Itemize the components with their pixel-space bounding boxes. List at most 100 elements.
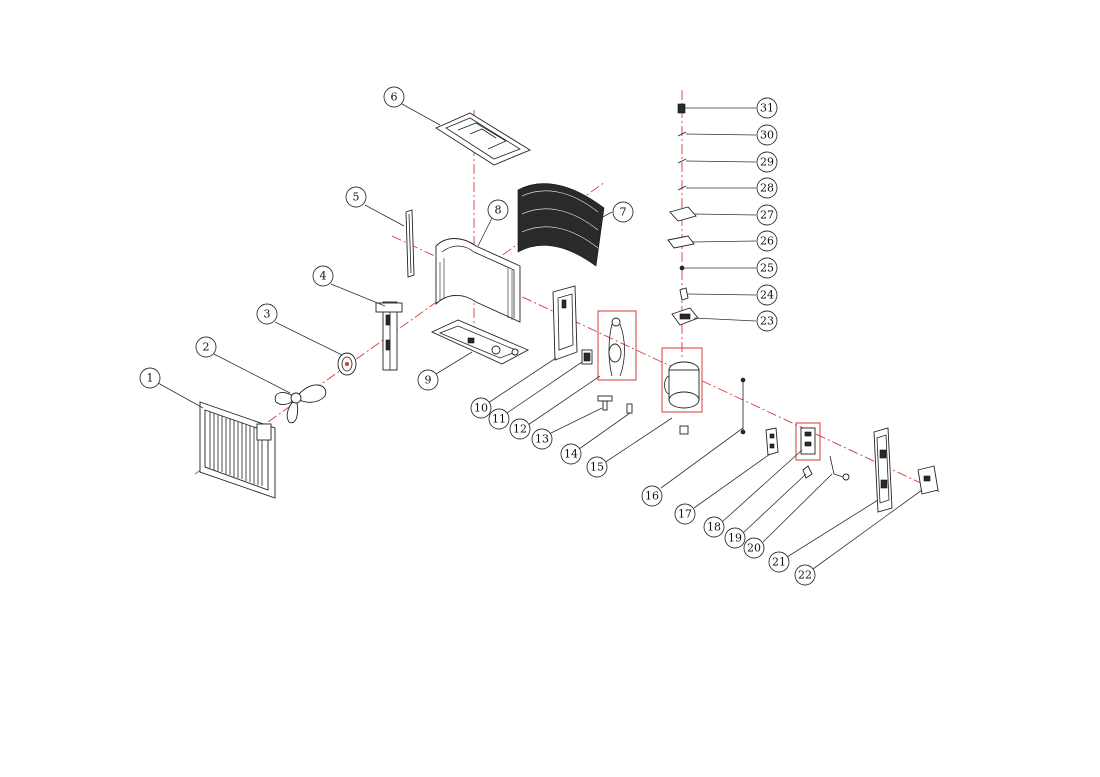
callout-number: 5	[353, 191, 360, 204]
callout-number: 10	[474, 402, 488, 415]
callout-circle	[417, 369, 439, 391]
terminal-bracket-part	[765, 427, 779, 456]
callout-circle	[703, 516, 725, 538]
callout-circle	[531, 428, 553, 450]
four-way-valve-part	[608, 317, 625, 377]
callout-18: 18	[703, 516, 725, 538]
callout-9: 9	[417, 369, 439, 391]
callout-number: 1	[147, 372, 154, 385]
callout-number: 3	[264, 308, 271, 321]
small-part-28	[677, 185, 687, 191]
terminal-group-box	[795, 422, 821, 461]
small-part-30	[677, 131, 687, 137]
callout-number: 16	[645, 490, 659, 503]
callout-24: 24	[756, 284, 778, 306]
axis-horizontal-flow	[391, 235, 941, 493]
callout-circle	[560, 443, 582, 465]
callout-number: 12	[513, 423, 527, 436]
compressor-group-box	[661, 347, 703, 413]
callout-15: 15	[586, 456, 608, 478]
callout-number: 6	[391, 91, 398, 104]
screw-part	[679, 265, 685, 271]
callout-circle	[756, 310, 778, 332]
callout-12: 12	[509, 418, 531, 440]
control-box-part	[671, 307, 699, 326]
parts	[199, 103, 939, 513]
callout-circle	[756, 230, 778, 252]
callout-20: 20	[743, 537, 765, 559]
callout-circle	[641, 485, 663, 507]
callout-circle	[743, 537, 765, 559]
callout-6: 6	[383, 86, 405, 108]
callout-14: 14	[560, 443, 582, 465]
callout-31: 31	[756, 97, 778, 119]
callout-25: 25	[756, 257, 778, 279]
callout-1: 1	[139, 367, 161, 389]
pcb-board-part	[669, 206, 697, 222]
callout-number: 7	[620, 206, 627, 219]
callout-circle	[724, 527, 746, 549]
callout-circle	[195, 336, 217, 358]
callout-circle	[383, 86, 405, 108]
callout-4: 4	[312, 265, 334, 287]
callout-number: 24	[760, 289, 774, 302]
callout-number: 27	[760, 209, 774, 222]
reactor-part	[581, 349, 593, 365]
callout-21: 21	[768, 551, 790, 573]
callout-23: 23	[756, 310, 778, 332]
side-panel-part	[552, 285, 578, 361]
callout-circle	[470, 397, 492, 419]
small-part-29	[677, 158, 687, 164]
callout-circle	[312, 265, 334, 287]
callout-number: 18	[707, 521, 721, 534]
compressor-part	[664, 361, 700, 435]
pcb-clip-part	[679, 287, 689, 301]
callout-7: 7	[612, 201, 634, 223]
callout-11: 11	[488, 408, 510, 430]
motor-bracket-part	[375, 301, 403, 371]
callout-number: 22	[798, 569, 812, 582]
callout-number: 29	[760, 156, 774, 169]
front-grille-part	[199, 401, 276, 499]
callout-number: 31	[760, 102, 774, 115]
callout-17: 17	[674, 503, 696, 525]
callout-circle	[768, 551, 790, 573]
callout-number: 13	[535, 433, 549, 446]
callout-number: 9	[425, 374, 432, 387]
callout-circle	[612, 201, 634, 223]
callout-circle	[756, 257, 778, 279]
mount-plate-part	[667, 235, 695, 249]
fan-blade-part	[274, 384, 327, 424]
callout-circle	[674, 503, 696, 525]
callout-circle	[139, 367, 161, 389]
callout-19: 19	[724, 527, 746, 549]
callout-number: 2	[203, 341, 210, 354]
heat-exchanger-part	[435, 238, 521, 323]
condenser-coil-part	[517, 183, 605, 267]
sensor-wire-part	[740, 377, 746, 435]
callout-30: 30	[756, 124, 778, 146]
top-cover-part	[435, 112, 531, 166]
callout-26: 26	[756, 230, 778, 252]
callout-circle	[487, 199, 509, 221]
callout-10: 10	[470, 397, 492, 419]
service-valve-part	[597, 395, 613, 411]
callout-5: 5	[345, 186, 367, 208]
callout-circle	[756, 151, 778, 173]
callout-number: 20	[747, 542, 761, 555]
callout-3: 3	[256, 303, 278, 325]
right-panel-part	[873, 427, 893, 513]
group-boxes	[597, 310, 821, 461]
side-strip-part	[405, 209, 415, 278]
callout-number: 14	[564, 448, 578, 461]
callout-number: 26	[760, 235, 774, 248]
callout-8: 8	[487, 199, 509, 221]
callout-circle	[756, 97, 778, 119]
callout-circle	[586, 456, 608, 478]
callout-circle	[256, 303, 278, 325]
callout-number: 15	[590, 461, 604, 474]
callout-number: 28	[760, 182, 774, 195]
callout-circle	[756, 177, 778, 199]
callout-29: 29	[756, 151, 778, 173]
